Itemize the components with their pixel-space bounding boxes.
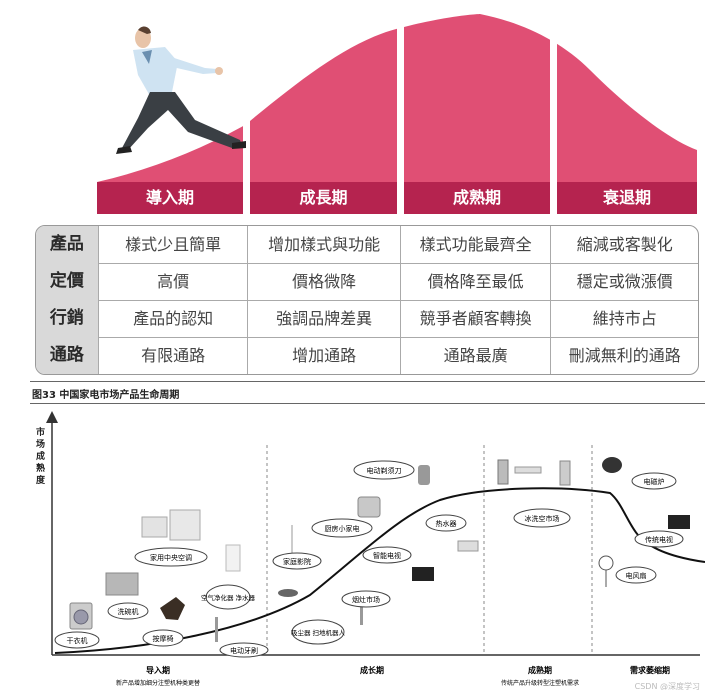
appliance-lifecycle-diagram: 市场成熟度 干衣机 洗碗机 xyxy=(36,411,705,690)
divider xyxy=(30,381,705,382)
table-row-channel: 通路 有限通路 增加通路 通路最廣 刪減無利的通路 xyxy=(36,337,698,374)
appliance-illustrations xyxy=(69,457,690,642)
y-axis-label: 市场成熟度 xyxy=(36,426,46,486)
svg-text:空气净化器 净水器: 空气净化器 净水器 xyxy=(201,593,256,602)
callout-traditional-tv: 传统电视 xyxy=(634,530,684,548)
table-cell: 強調品牌差異 xyxy=(247,300,400,338)
table-row-price: 定價 高價 價格微降 價格降至最低 穩定或微漲價 xyxy=(36,263,698,301)
figure-caption: 图33 中国家电市场产品生命周期 xyxy=(32,390,180,401)
callout-fan: 电风扇 xyxy=(615,566,657,584)
table-cell: 價格微降 xyxy=(247,263,400,301)
watermark: CSDN @深度学习 xyxy=(635,681,700,690)
phase-maturity-label: 成熟期 xyxy=(404,182,550,214)
callout-central-ac: 家用中央空调 xyxy=(134,547,208,567)
callout-purifier: 空气净化器 净水器 xyxy=(201,584,256,610)
svg-text:电动剃须刀: 电动剃须刀 xyxy=(367,466,402,475)
table-cell: 產品的認知 xyxy=(97,300,248,338)
row-header: 行銷 xyxy=(36,300,98,338)
svg-text:电风扇: 电风扇 xyxy=(626,571,647,580)
callout-water-heater: 热水器 xyxy=(425,514,467,532)
phase-growth-label: 成長期 xyxy=(250,182,397,214)
row-header: 產品 xyxy=(36,226,98,264)
callout-kitchen-appliance: 厨房小家电 xyxy=(311,518,373,538)
svg-text:电动牙刷: 电动牙刷 xyxy=(230,646,258,655)
svg-text:家庭影院: 家庭影院 xyxy=(283,557,311,566)
table-cell: 高價 xyxy=(97,263,248,301)
svg-text:吸尘器 扫地机器人: 吸尘器 扫地机器人 xyxy=(291,628,346,637)
svg-text:按摩椅: 按摩椅 xyxy=(153,634,174,643)
callout-toothbrush: 电动牙刷 xyxy=(219,642,269,658)
svg-text:热水器: 热水器 xyxy=(436,519,457,528)
callout-home-theater: 家庭影院 xyxy=(272,552,322,570)
phase-intro-label: 導入期 xyxy=(97,182,243,214)
table-cell: 刪減無利的通路 xyxy=(550,337,698,374)
table-row-product: 產品 樣式少且簡單 增加樣式與功能 樣式功能最齊全 縮減或客製化 xyxy=(36,226,698,264)
table-row-marketing: 行銷 產品的認知 強調品牌差異 競爭者顧客轉換 維持市占 xyxy=(36,300,698,338)
callout-vacuum-robot: 吸尘器 扫地机器人 xyxy=(291,619,346,645)
lifecycle-table: 產品 樣式少且簡單 增加樣式與功能 樣式功能最齊全 縮減或客製化 定價 高價 價… xyxy=(35,225,699,375)
callout-dryer: 干衣机 xyxy=(54,631,100,649)
phase-intro-label: 导入期 xyxy=(146,665,170,675)
callout-induction: 电磁炉 xyxy=(631,472,677,490)
svg-text:冰洗空市场: 冰洗空市场 xyxy=(525,514,560,523)
phase-growth-label: 成长期 xyxy=(360,665,384,675)
svg-text:洗碗机: 洗碗机 xyxy=(118,607,139,616)
lifecycle-curve-diagram xyxy=(97,10,697,182)
divider xyxy=(30,403,705,404)
table-cell: 樣式功能最齊全 xyxy=(399,226,551,264)
table-cell: 增加樣式與功能 xyxy=(247,226,400,264)
phase-intro-sub: 新产品增加细分注塑机种类更替 xyxy=(116,679,200,687)
callout-massager: 按摩椅 xyxy=(142,629,184,647)
svg-text:家用中央空调: 家用中央空调 xyxy=(150,553,192,562)
table-cell: 縮減或客製化 xyxy=(550,226,698,264)
table-cell: 樣式少且簡單 xyxy=(97,226,248,264)
row-header: 通路 xyxy=(36,337,98,374)
table-cell: 競爭者顧客轉換 xyxy=(399,300,551,338)
phase-decline-label: 需求萎缩期 xyxy=(630,665,670,675)
row-header: 定價 xyxy=(36,263,98,301)
phase-decline-label: 衰退期 xyxy=(557,182,697,214)
phase-maturity-sub: 传统产品升级转型注塑机需求 xyxy=(501,679,579,687)
svg-text:电磁炉: 电磁炉 xyxy=(644,477,665,486)
svg-text:传统电视: 传统电视 xyxy=(645,535,673,544)
table-cell: 通路最廣 xyxy=(399,337,551,374)
table-cell: 增加通路 xyxy=(247,337,400,374)
svg-text:智能电视: 智能电视 xyxy=(373,551,401,560)
callout-dishwasher: 洗碗机 xyxy=(107,602,149,620)
table-cell: 維持市占 xyxy=(550,300,698,338)
callout-range-hood: 烟灶市场 xyxy=(341,590,391,608)
table-cell: 有限通路 xyxy=(97,337,248,374)
phase-maturity-label: 成熟期 xyxy=(528,665,552,675)
svg-text:厨房小家电: 厨房小家电 xyxy=(325,524,360,533)
callout-shaver: 电动剃须刀 xyxy=(353,460,415,480)
callout-smart-tv: 智能电视 xyxy=(362,546,412,564)
svg-text:烟灶市场: 烟灶市场 xyxy=(352,595,380,604)
table-cell: 價格降至最低 xyxy=(399,263,551,301)
callout-text: 干衣机 xyxy=(67,636,88,645)
callout-fridge-wash-ac: 冰洗空市场 xyxy=(513,508,571,528)
running-man-icon xyxy=(116,26,246,154)
table-cell: 穩定或微漲價 xyxy=(550,263,698,301)
